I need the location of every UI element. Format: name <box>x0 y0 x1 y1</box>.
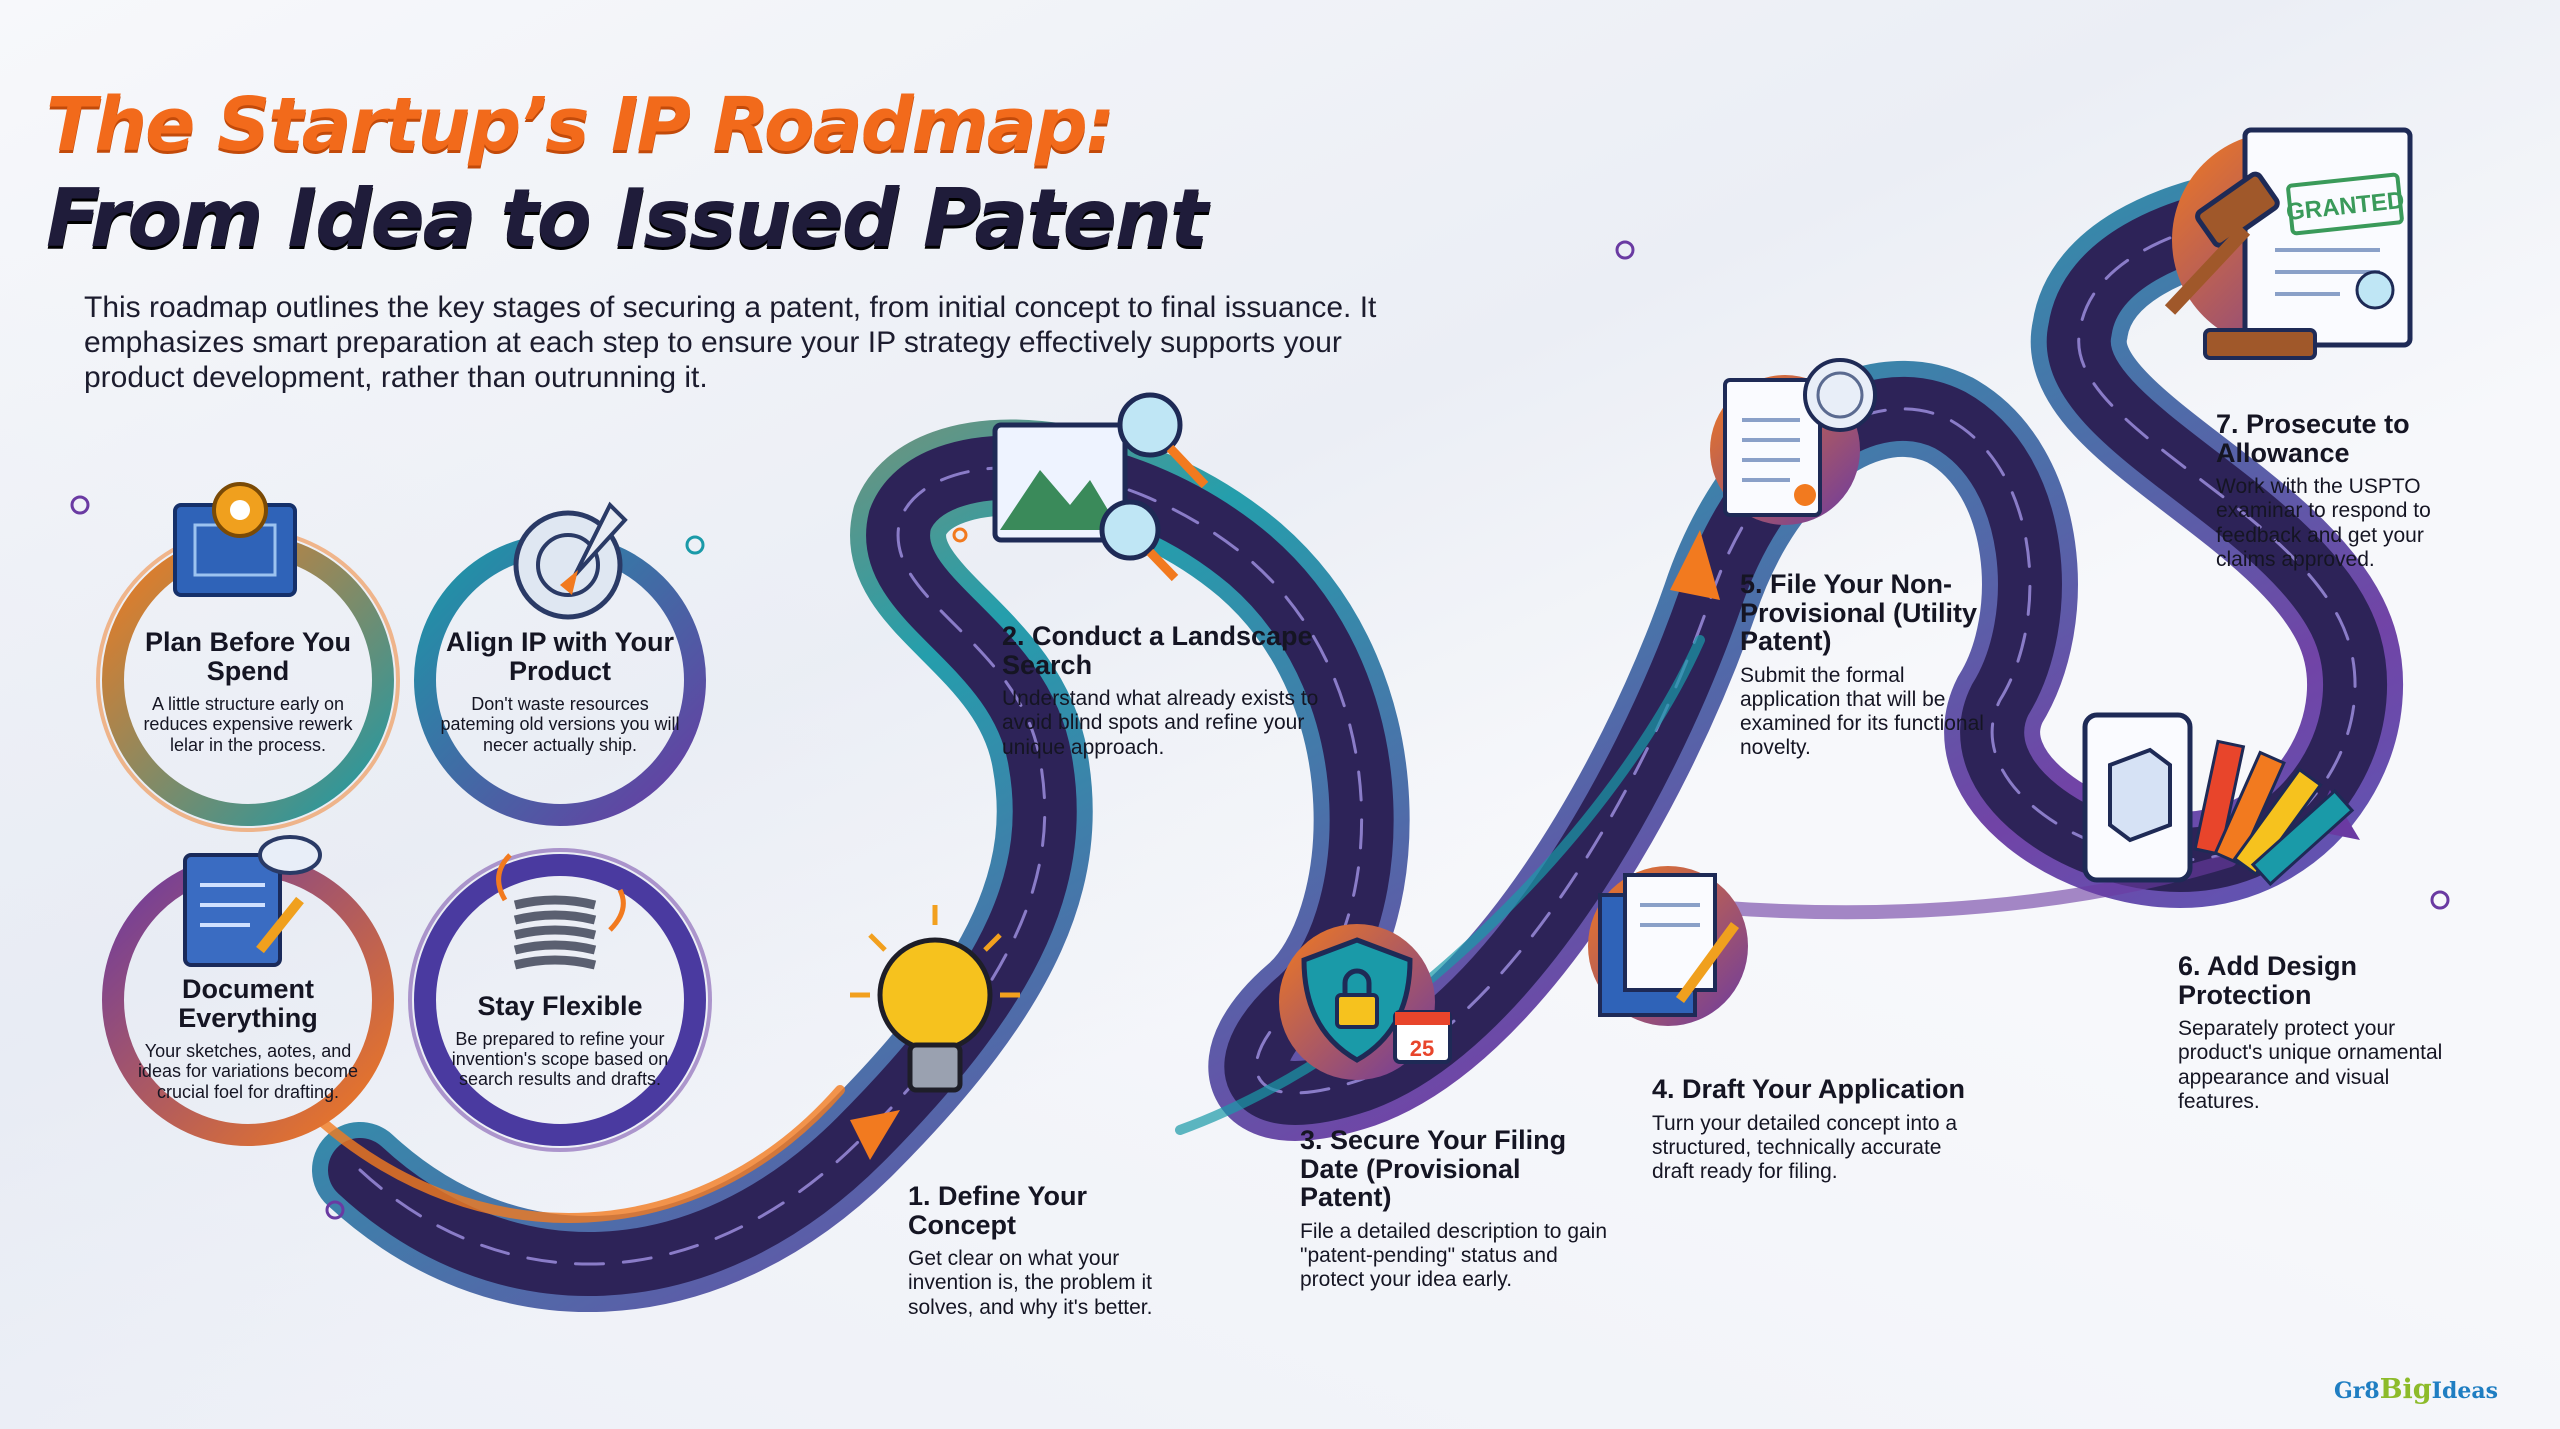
step-1: 1. Define Your Concept Get clear on what… <box>908 1182 1198 1320</box>
step-5-title: 5. File Your Non-Provisional (Utility Pa… <box>1740 569 1978 657</box>
principle-flexible-text: Be prepared to refine your invention's s… <box>451 1029 669 1090</box>
logo-part-ideas: Ideas <box>2431 1378 2498 1404</box>
road-arrow-2 <box>1670 530 1720 600</box>
principle-align-text: Don't waste resources pateming old versi… <box>440 694 680 755</box>
title-line-2: From Idea to Issued Patent <box>46 172 1208 265</box>
shield-lock-calendar-icon <box>1279 924 1452 1080</box>
step-5-text: Submit the formal application that will … <box>1740 663 1984 760</box>
step-4-title: 4. Draft Your Application <box>1652 1074 1966 1104</box>
step-6: 6. Add Design Protection Separately prot… <box>2178 952 2448 1114</box>
step-5: 5. File Your Non-Provisional (Utility Pa… <box>1740 570 1990 760</box>
principle-plan-title: Plan Before You Spend <box>144 627 352 687</box>
spring-icon <box>496 853 626 970</box>
step-1-text: Get clear on what your invention is, the… <box>908 1247 1153 1319</box>
title-line-1: The Startup’s IP Roadmap: <box>46 82 1115 168</box>
logo-part-gr8: Gr8 <box>2334 1378 2380 1404</box>
principle-document-text: Your sketches, aotes, and ideas for vari… <box>137 1041 359 1102</box>
principle-ring-flexible <box>414 854 706 1146</box>
principle-document-title: Document Everything <box>178 974 318 1034</box>
step-3: 3. Secure Your Filing Date (Provisional … <box>1300 1126 1610 1292</box>
landscape-magnifier-icon <box>992 392 1209 582</box>
logo-part-big: Big <box>2379 1374 2432 1405</box>
blueprint-pencil-icon <box>1588 866 1748 1026</box>
principle-align: Align IP with Your Product Don't waste r… <box>440 627 680 755</box>
step-7: 7. Prosecute to Allowance Work with the … <box>2216 410 2476 572</box>
tablet-swatches-icon <box>2082 712 2355 887</box>
step-4-text: Turn your detailed concept into a struct… <box>1652 1111 1958 1183</box>
brand-logo: Gr8BigIdeas <box>2334 1370 2550 1410</box>
step-2-text: Understand what already exists to avoid … <box>1002 687 1319 759</box>
step-1-title: 1. Define Your Concept <box>908 1181 1088 1240</box>
step-2-title: 2. Conduct a Landscape Search <box>1002 621 1313 680</box>
principle-document: Document Everything Your sketches, aotes… <box>128 974 368 1102</box>
blueprint-gear-icon <box>173 482 297 597</box>
road-path <box>312 172 2403 1313</box>
step-6-title: 6. Add Design Protection <box>2178 951 2358 1010</box>
lightbulb-icon <box>850 905 1020 1093</box>
principle-align-title: Align IP with Your Product <box>445 627 674 687</box>
step-7-text: Work with the USPTO examinar to respond … <box>2216 475 2431 571</box>
principle-flexible-title: Stay Flexible <box>477 991 643 1021</box>
notebook-cloud-icon <box>183 835 322 967</box>
intro-paragraph: This roadmap outlines the key stages of … <box>84 291 1377 395</box>
gavel-granted-icon <box>2164 127 2413 360</box>
step-3-text: File a detailed description to gain "pat… <box>1300 1219 1608 1292</box>
road-arrow-1 <box>850 1110 900 1160</box>
rocket-target-icon <box>513 501 628 620</box>
principle-flexible: Stay Flexible Be prepared to refine your… <box>440 991 680 1090</box>
step-2: 2. Conduct a Landscape Search Understand… <box>1002 622 1372 760</box>
principle-plan: Plan Before You Spend A little structure… <box>128 627 368 755</box>
step-7-title: 7. Prosecute to Allowance <box>2216 409 2410 468</box>
calendar-day: 25 <box>1410 1036 1434 1061</box>
step-4: 4. Draft Your Application Turn your deta… <box>1652 1075 1982 1184</box>
document-seal-icon <box>1710 358 1877 525</box>
step-6-text: Separately protect your product's unique… <box>2178 1017 2443 1113</box>
principle-plan-text: A little structure early on reduces expe… <box>143 694 353 755</box>
step-3-title: 3. Secure Your Filing Date (Provisional … <box>1300 1125 1567 1213</box>
